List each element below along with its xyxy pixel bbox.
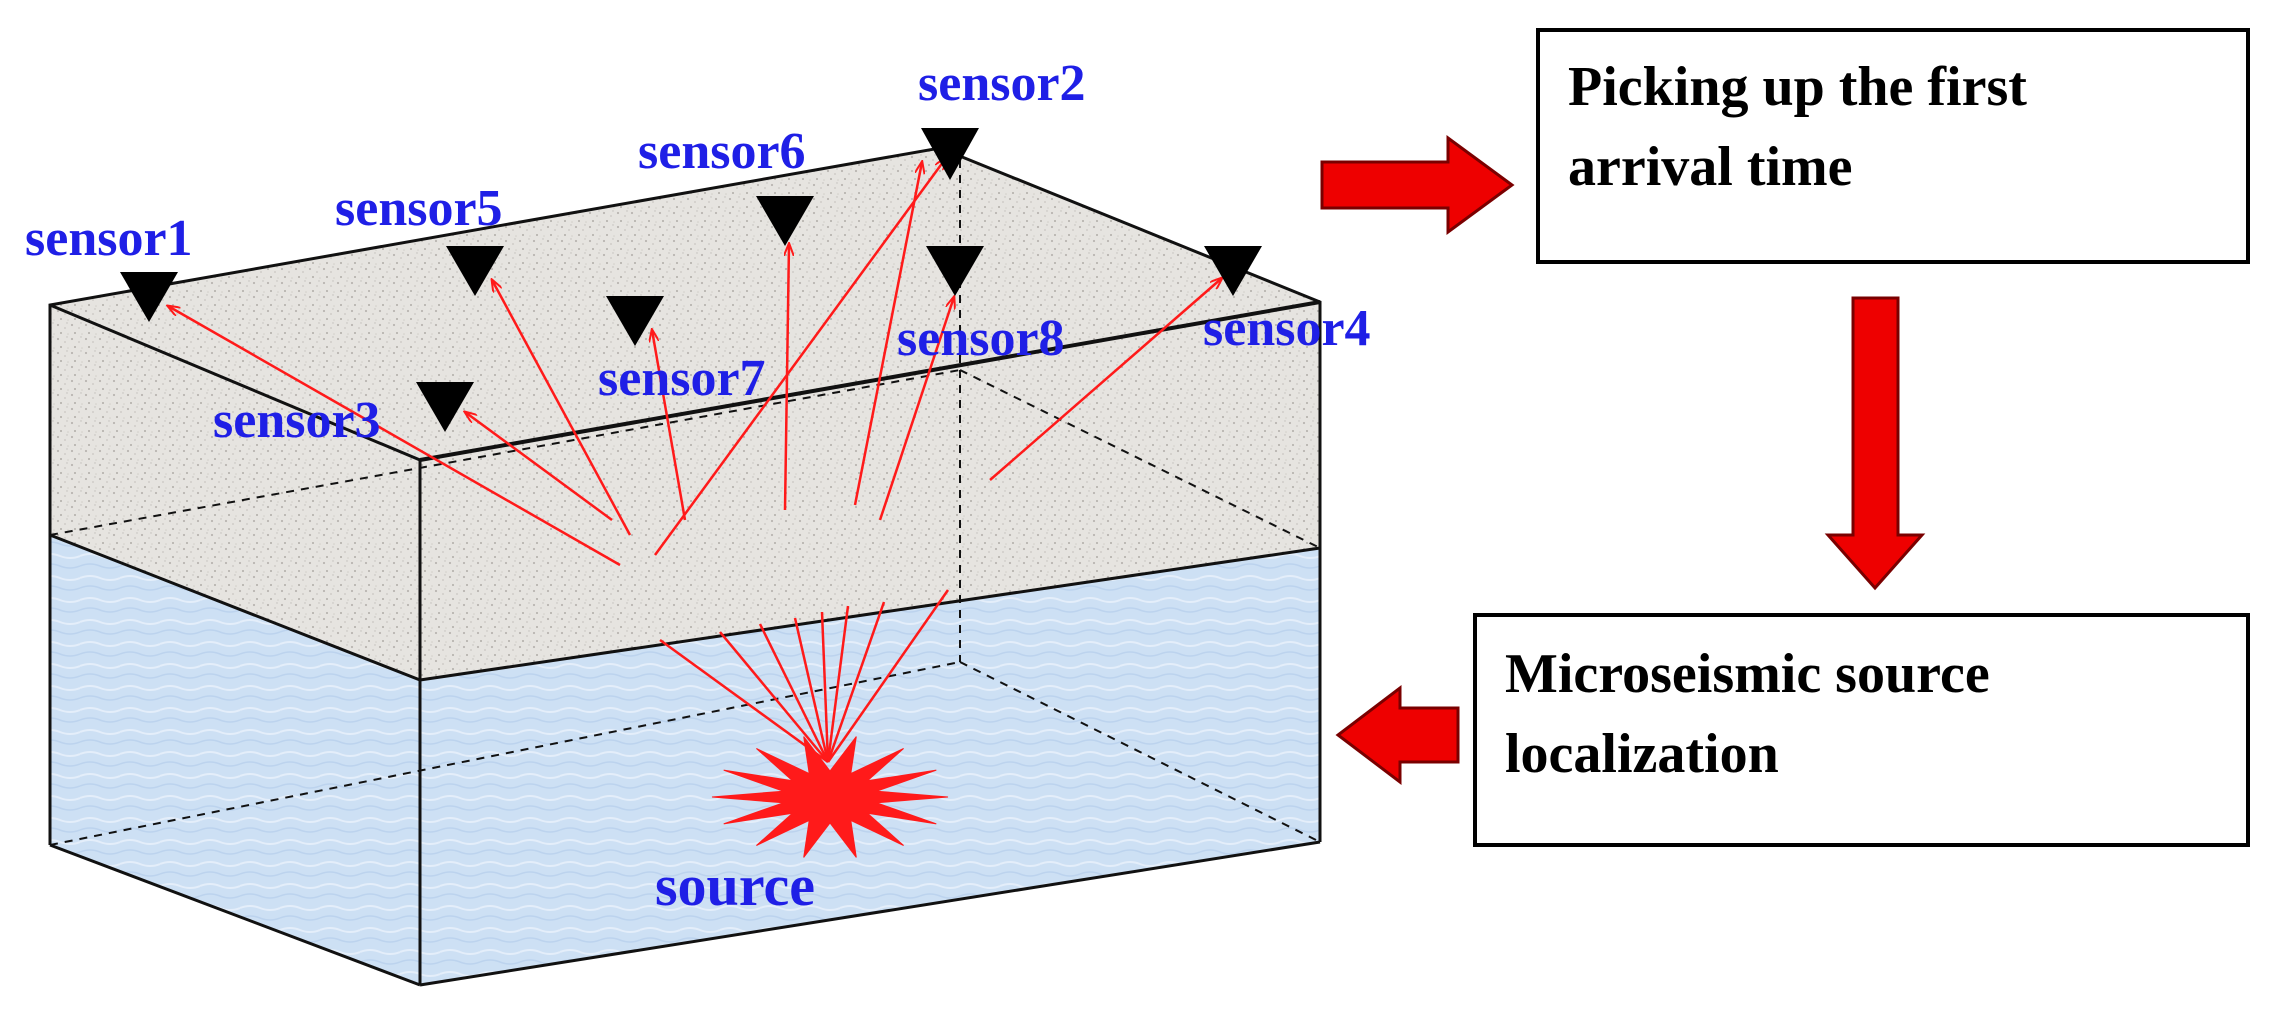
sensor2-label: sensor2: [918, 55, 1086, 112]
sensor7-marker-icon: [606, 296, 664, 346]
sensor3-label: sensor3: [213, 392, 381, 449]
ray-deep-3: [758, 623, 830, 763]
top-face: [50, 148, 1320, 460]
sensor1-marker-icon: [120, 272, 178, 322]
sensor6-marker-icon: [756, 196, 814, 246]
ray-to-sensor8: [878, 297, 954, 521]
ray-deep-4: [793, 617, 830, 763]
sensor3-marker-icon: [416, 382, 474, 432]
sensor8-marker-icon: [926, 246, 984, 296]
sensor1-label: sensor1: [25, 210, 193, 267]
ray-to-sensor6: [783, 244, 789, 511]
sensor5-label: sensor5: [335, 180, 503, 237]
ray-deep-6: [826, 605, 850, 763]
source-label: source: [655, 853, 815, 918]
step2-text-line2: localization: [1505, 723, 1779, 785]
lower-layer-front: [50, 535, 420, 985]
step1-text-line1: Picking up the first: [1568, 56, 2027, 118]
ray-deep-1: [659, 638, 829, 764]
upper-right-face: [420, 302, 1320, 680]
upper-front-face: [50, 305, 420, 680]
starburst-icon: [711, 736, 949, 858]
ray-deep-8: [826, 589, 950, 763]
ray-deep-7: [826, 601, 886, 763]
block-arrow-down-icon: [1824, 296, 1926, 591]
sensor-labels: sensor1 sensor2 sensor3 sensor4 sensor5 …: [25, 55, 1371, 449]
upper-layer: [50, 148, 1320, 680]
sensor8-label: sensor8: [897, 310, 1065, 367]
sensor4-label: sensor4: [1203, 300, 1371, 357]
ray-to-sensor7: [652, 330, 687, 521]
sensor6-label: sensor6: [638, 123, 806, 180]
sensor7-label: sensor7: [598, 350, 766, 407]
ray-to-sensor1: [168, 306, 621, 567]
step2-text-line1: Microseismic source: [1505, 643, 1990, 705]
sensor4-marker-icon: [1204, 246, 1262, 296]
step2-box: Microseismic source localization: [1473, 613, 2250, 847]
ray-to-sensor3: [465, 412, 613, 522]
ray-to-sensor4: [989, 278, 1222, 481]
ray-deep-5: [820, 611, 830, 763]
sensor2-marker-icon: [921, 128, 979, 180]
step1-text-line2: arrival time: [1568, 136, 1853, 198]
hidden-edges: [49, 145, 1321, 846]
sensor-markers: [120, 128, 1262, 432]
ray-to-sensor2: [653, 158, 946, 556]
step1-box: Picking up the first arrival time: [1536, 28, 2250, 264]
block-arrow-right-icon: [1320, 135, 1515, 235]
ray-paths: [168, 158, 1222, 764]
block-arrow-left-icon: [1335, 684, 1460, 786]
box-edges: [48, 146, 1322, 987]
ray-to-sensor5: [492, 280, 632, 536]
ray-to-sensor2-b: [853, 162, 922, 506]
ray-deep-2: [719, 631, 829, 763]
sensor5-marker-icon: [446, 246, 504, 296]
